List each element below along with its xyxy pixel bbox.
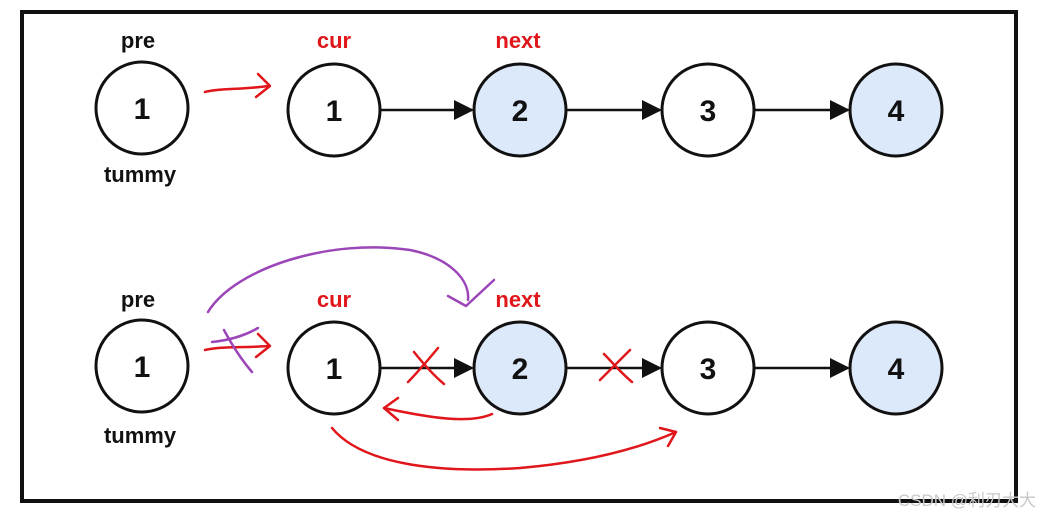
top-node-3-value: 3	[700, 95, 717, 128]
bottom-node-1	[286, 320, 382, 416]
bottom-tummy-label: tummy	[104, 423, 177, 448]
bottom-node-3-value: 3	[700, 353, 717, 386]
red-reverse-link-curve	[382, 406, 494, 421]
red-reverse-link-arrowhead	[382, 396, 400, 422]
top-node-4-value: 4	[888, 95, 905, 128]
bottom-node-2-value: 2	[512, 353, 529, 386]
red-cross-mark-link-2-3	[598, 348, 634, 384]
bottom-pre-label: pre	[121, 287, 155, 312]
top-next-label: next	[495, 28, 541, 53]
purple-new-link-curve	[206, 246, 470, 314]
top-node-1	[286, 62, 382, 158]
bottom-dummy-node	[94, 318, 190, 414]
bottom-node-4	[848, 320, 944, 416]
bottom-node-4-value: 4	[888, 353, 905, 386]
bottom-row: pre cur next 1 tummy 1 2 3 4	[94, 246, 944, 471]
top-red-pointer-arrowhead	[254, 72, 272, 99]
bottom-node-1-value: 1	[326, 353, 343, 386]
purple-new-link-arrowhead	[446, 278, 496, 308]
top-node-1-value: 1	[326, 95, 343, 128]
diagram-frame	[20, 10, 1018, 503]
purple-cross-mark	[210, 326, 260, 374]
bottom-red-pointer-arrowhead	[254, 332, 272, 359]
top-cur-label: cur	[317, 28, 352, 53]
csdn-watermark: CSDN @利刃大大	[898, 491, 1036, 510]
bottom-cur-label: cur	[317, 287, 352, 312]
bottom-node-2	[472, 320, 568, 416]
red-skip-link-arrowhead	[658, 426, 678, 448]
top-pre-label: pre	[121, 28, 155, 53]
top-row: pre cur next 1 tummy 1 2 3 4	[94, 28, 944, 187]
top-node-3	[660, 62, 756, 158]
top-dummy-node-value: 1	[134, 93, 151, 126]
bottom-next-label: next	[495, 287, 541, 312]
top-node-4	[848, 62, 944, 158]
red-skip-link-curve	[330, 426, 678, 471]
red-cross-mark-link-1-2	[406, 346, 446, 386]
bottom-dummy-node-value: 1	[134, 351, 151, 384]
top-dummy-node	[94, 60, 190, 156]
top-node-2	[472, 62, 568, 158]
top-tummy-label: tummy	[104, 162, 177, 187]
top-node-2-value: 2	[512, 95, 529, 128]
bottom-node-3	[660, 320, 756, 416]
top-red-pointer-arrow	[203, 84, 270, 94]
